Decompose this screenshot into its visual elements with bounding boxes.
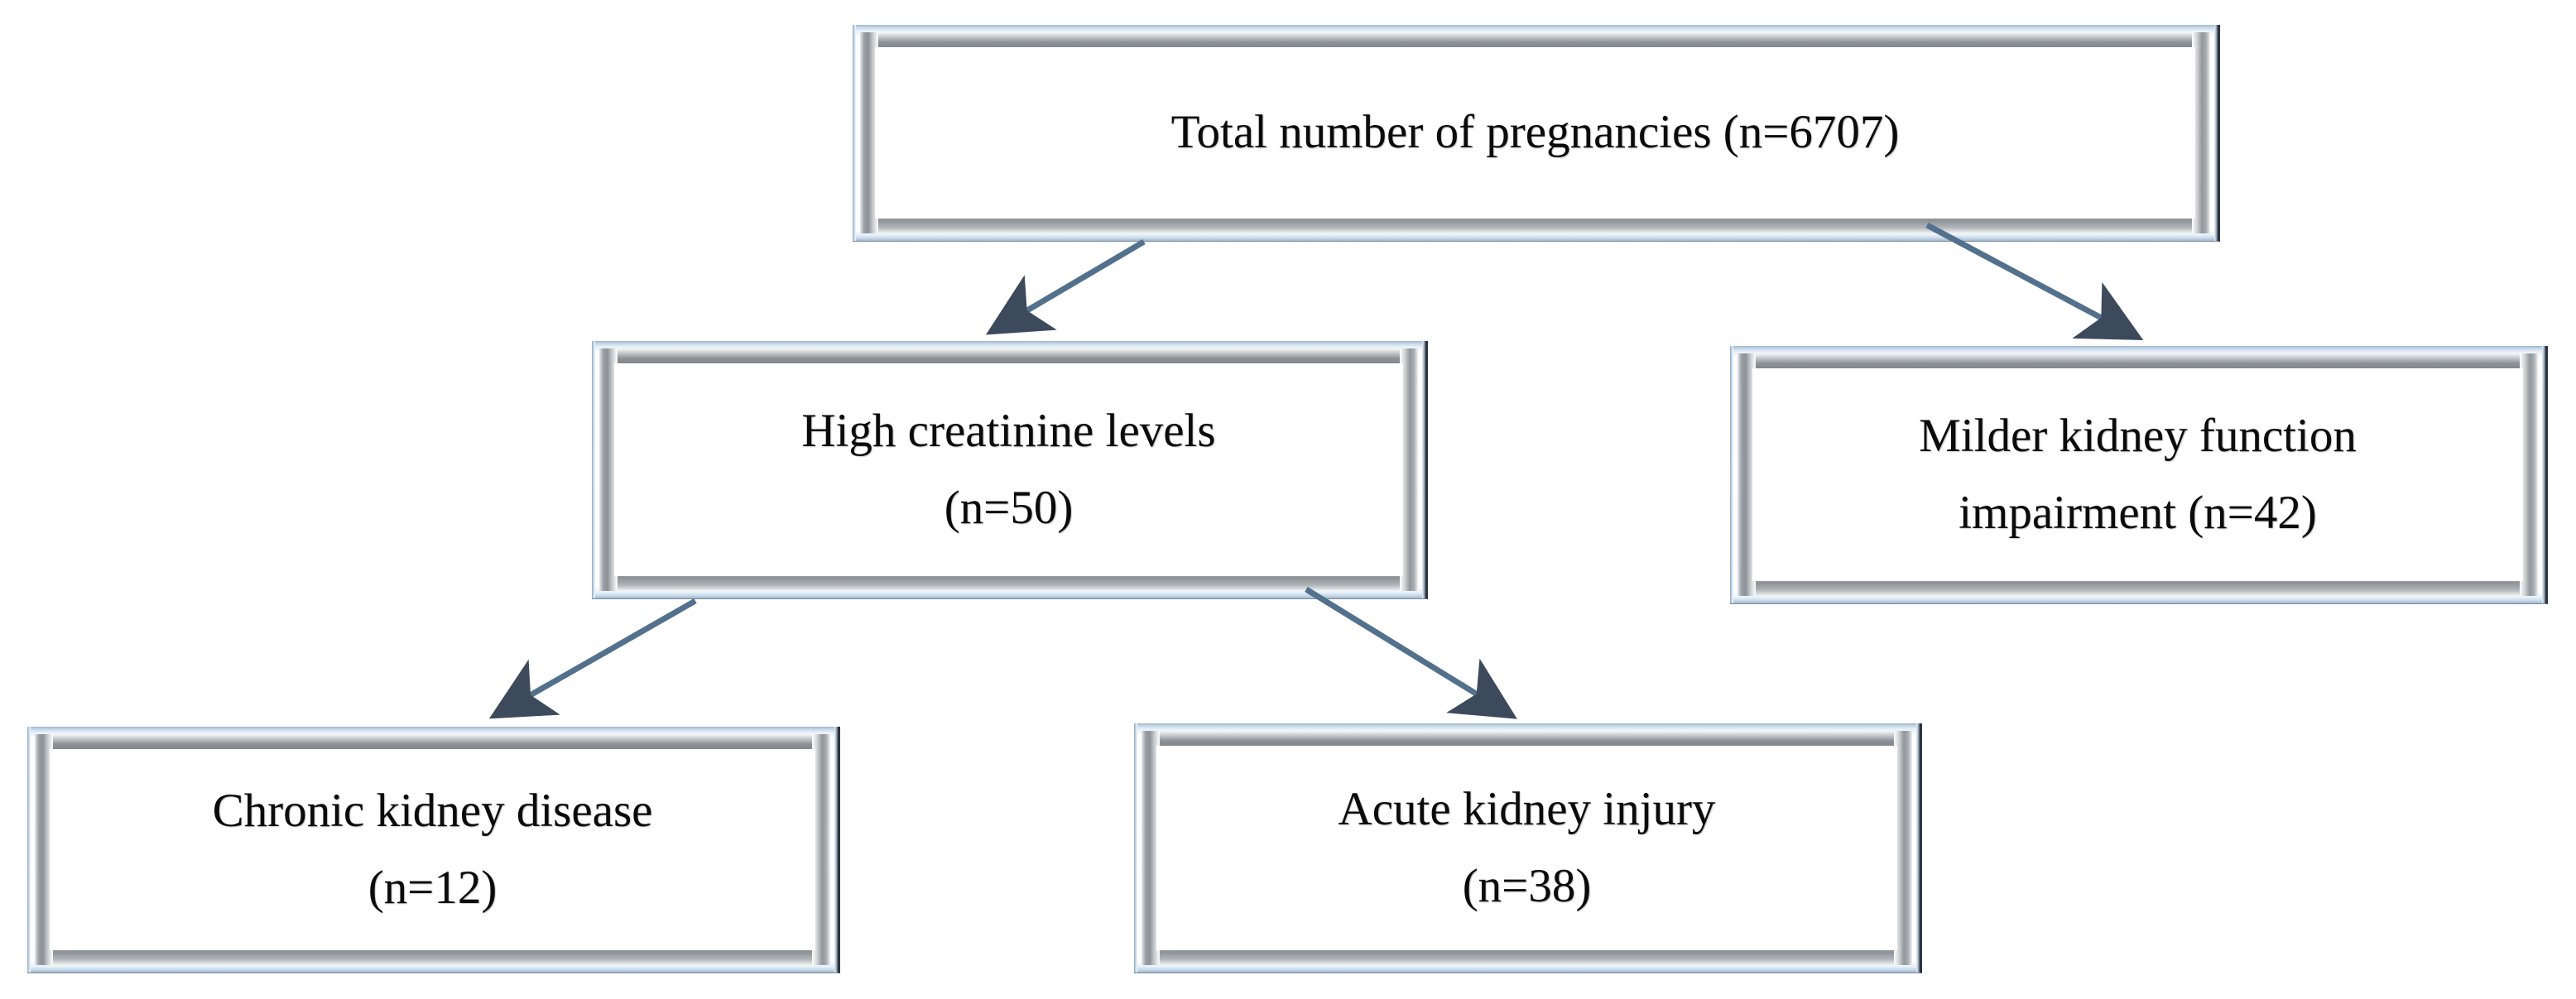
node-chronic-kidney-disease[interactable]: Chronic kidney disease (n=12): [27, 727, 840, 973]
node-high-creatinine[interactable]: High creatinine levels (n=50): [592, 341, 1428, 599]
node-content: High creatinine levels (n=50): [614, 363, 1403, 576]
node-text-line: impairment (n=42): [1958, 486, 2317, 539]
node-text-line: Milder kidney function: [1919, 410, 2357, 463]
node-content: Total number of pregnancies (n=6707): [875, 47, 2195, 219]
node-acute-kidney-injury[interactable]: Acute kidney injury (n=38): [1134, 723, 1922, 973]
node-text-line: (n=38): [1462, 859, 1592, 912]
node-total-pregnancies[interactable]: Total number of pregnancies (n=6707): [853, 25, 2220, 242]
node-text-line: Total number of pregnancies (n=6707): [1170, 106, 1900, 159]
node-bevel: Total number of pregnancies (n=6707): [860, 32, 2210, 233]
node-bevel: Chronic kidney disease (n=12): [35, 734, 830, 965]
node-milder-impairment[interactable]: Milder kidney function impairment (n=42): [1730, 346, 2548, 604]
node-text-line: Acute kidney injury: [1338, 783, 1716, 836]
node-text-line: High creatinine levels: [801, 405, 1216, 458]
node-bevel: Acute kidney injury (n=38): [1141, 731, 1912, 965]
edge-high-to-ckd: [488, 598, 697, 719]
edge-high-to-aki: [1305, 587, 1517, 719]
node-content: Acute kidney injury (n=38): [1156, 746, 1897, 950]
edge-total-to-high-creatinine: [985, 238, 1146, 335]
node-text-line: Chronic kidney disease: [212, 785, 653, 838]
node-text-line: (n=50): [944, 481, 1074, 534]
node-bevel: Milder kidney function impairment (n=42): [1737, 353, 2538, 596]
node-bevel: High creatinine levels (n=50): [599, 348, 1418, 591]
node-content: Chronic kidney disease (n=12): [50, 749, 815, 950]
node-content: Milder kidney function impairment (n=42): [1752, 368, 2523, 581]
node-text-line: (n=12): [368, 861, 497, 914]
